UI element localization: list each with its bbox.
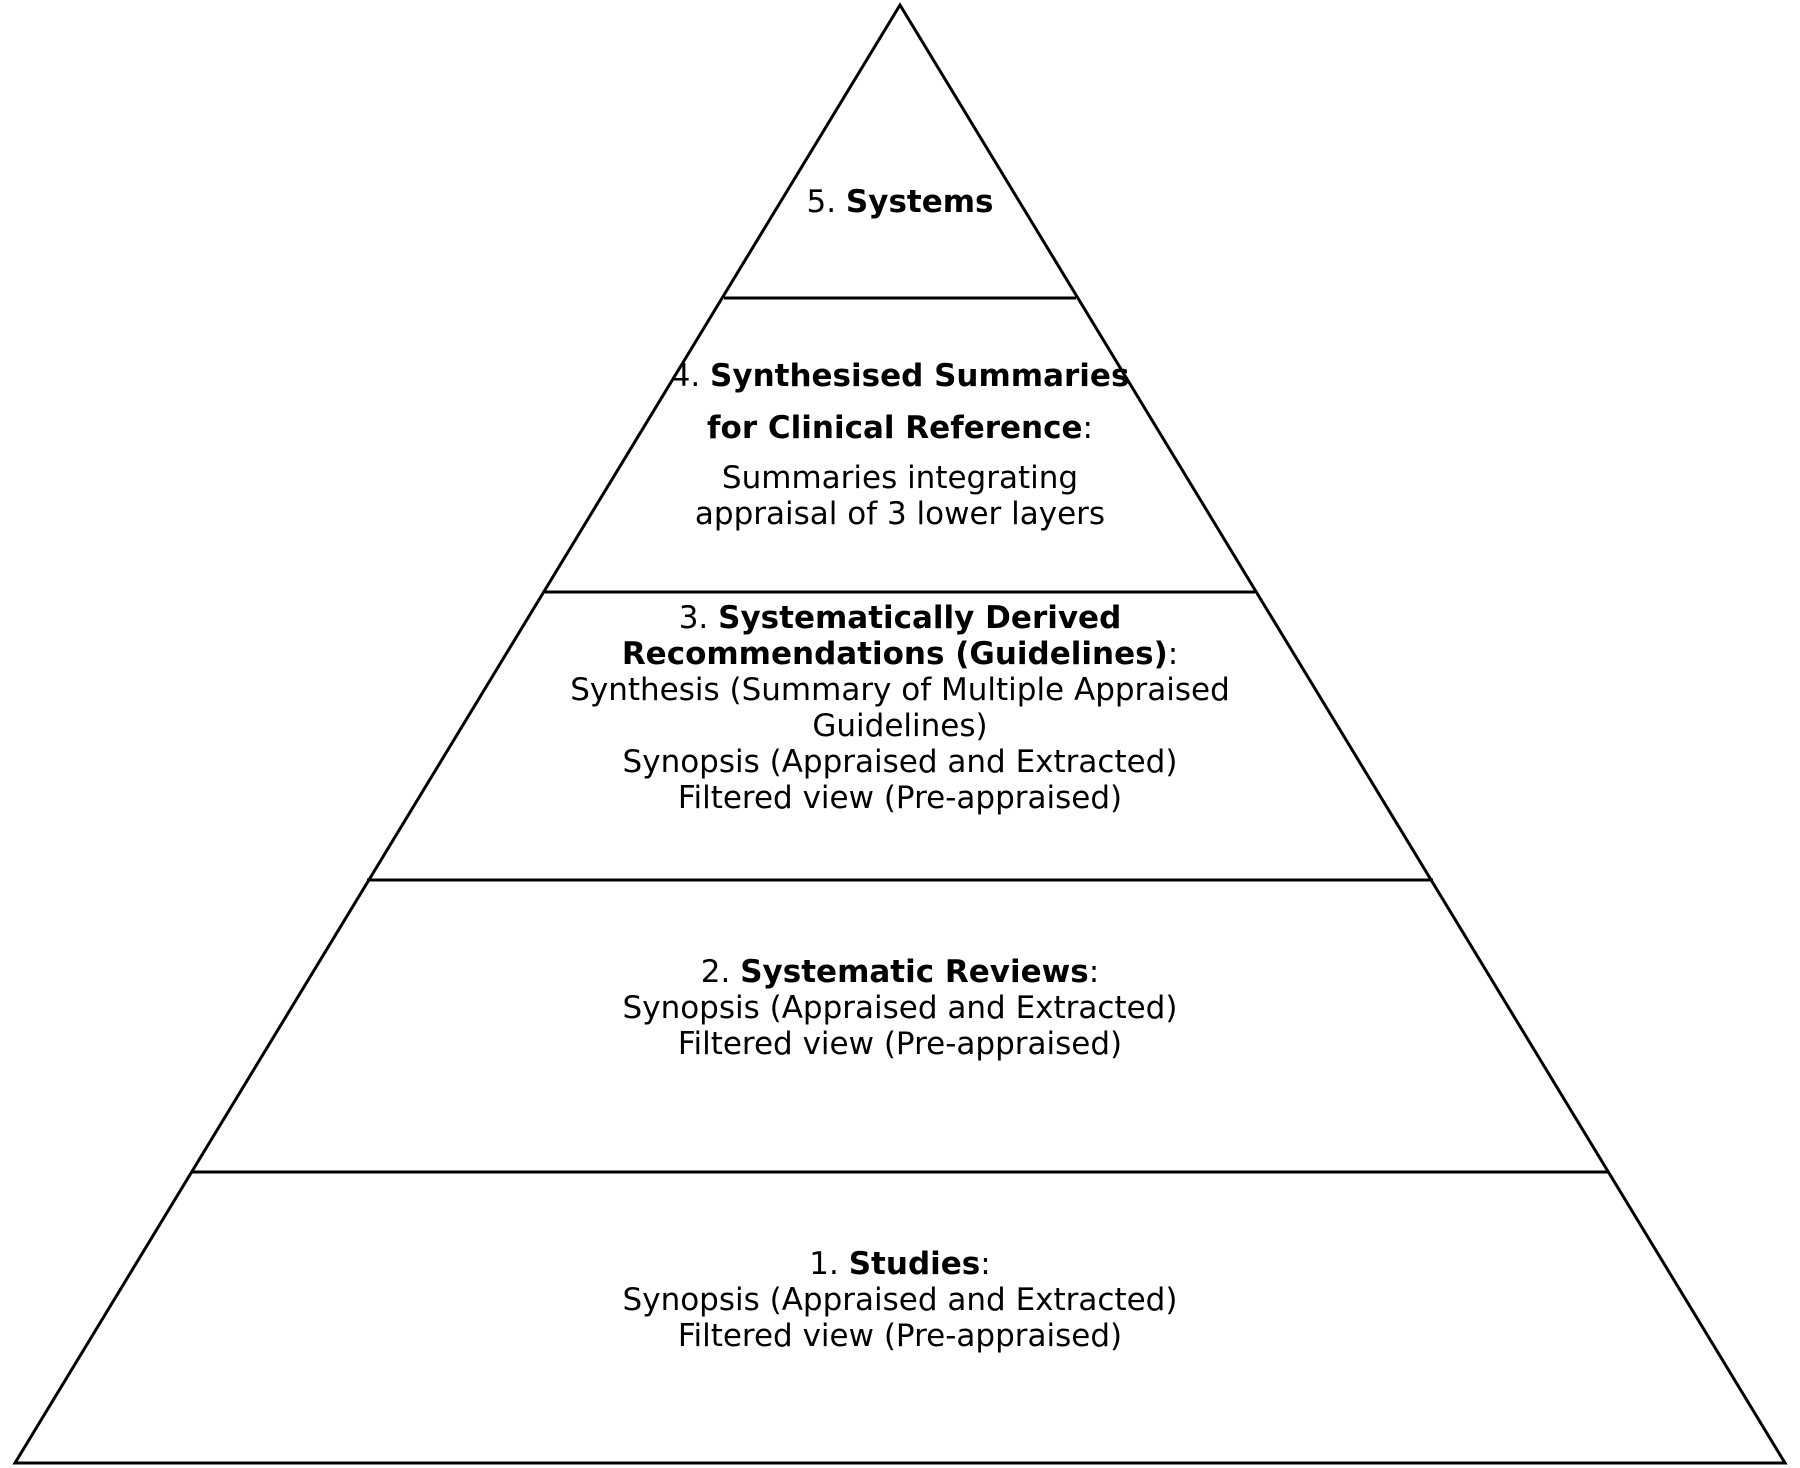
layer-2-line-2: Filtered view (Pre-appraised) bbox=[677, 1026, 1123, 1062]
layer-3: 3. Systematically Derived Recommendation… bbox=[0, 600, 1800, 816]
layer-2-line-1: Synopsis (Appraised and Extracted) bbox=[622, 990, 1178, 1026]
layer-3-title-line-1: 3. Systematically Derived bbox=[0, 600, 1800, 636]
layer-4-heading-1: Synthesised Summaries bbox=[710, 358, 1130, 394]
layer-4-title-line-1: 4. Synthesised Summaries bbox=[0, 358, 1800, 394]
layer-4-heading-2: for Clinical Reference bbox=[707, 410, 1083, 446]
layer-2: 2. Systematic Reviews: Synopsis (Apprais… bbox=[0, 954, 1800, 1062]
layer-4: 4. Synthesised Summaries for Clinical Re… bbox=[0, 358, 1800, 532]
layer-3-line-4: Filtered view (Pre-appraised) bbox=[677, 780, 1123, 816]
layer-5-number: 5. bbox=[806, 184, 837, 220]
layer-1-line-1: Synopsis (Appraised and Extracted) bbox=[622, 1282, 1178, 1318]
layer-1: 1. Studies: Synopsis (Appraised and Extr… bbox=[0, 1246, 1800, 1354]
layer-1-title: 1. Studies: bbox=[0, 1246, 1800, 1282]
layer-2-title: 2. Systematic Reviews: bbox=[0, 954, 1800, 990]
layer-3-line-3: Synopsis (Appraised and Extracted) bbox=[622, 744, 1178, 780]
layer-3-line-1: Synthesis (Summary of Multiple Appraised bbox=[570, 672, 1230, 708]
layer-2-heading: Systematic Reviews bbox=[740, 954, 1089, 990]
layer-2-suffix: : bbox=[1088, 954, 1100, 990]
layer-1-suffix: : bbox=[980, 1246, 991, 1282]
layer-5: 5. Systems bbox=[0, 184, 1800, 220]
layer-3-line-2: Guidelines) bbox=[812, 708, 988, 744]
layer-4-title-line-2: for Clinical Reference: bbox=[0, 410, 1800, 446]
layer-1-heading: Studies bbox=[848, 1246, 981, 1282]
layer-4-line-1: Summaries integrating bbox=[721, 460, 1079, 496]
layer-4-suffix: : bbox=[1082, 410, 1093, 446]
layer-3-title-line-2: Recommendations (Guidelines): bbox=[0, 636, 1800, 672]
layer-3-heading-1: Systematically Derived bbox=[718, 600, 1122, 636]
layer-3-number: 3. bbox=[678, 600, 709, 636]
layer-4-number: 4. bbox=[670, 358, 701, 394]
layer-3-heading-2: Recommendations (Guidelines) bbox=[621, 636, 1168, 672]
layer-1-number: 1. bbox=[809, 1246, 839, 1282]
pyramid-outline bbox=[12, 2, 1788, 1465]
layer-1-line-2: Filtered view (Pre-appraised) bbox=[677, 1318, 1123, 1354]
layer-3-suffix: : bbox=[1167, 636, 1179, 672]
layer-5-heading: Systems bbox=[845, 184, 994, 220]
layer-4-line-2: appraisal of 3 lower layers bbox=[694, 496, 1106, 532]
layer-5-title: 5. Systems bbox=[0, 184, 1800, 220]
layer-2-number: 2. bbox=[700, 954, 731, 990]
